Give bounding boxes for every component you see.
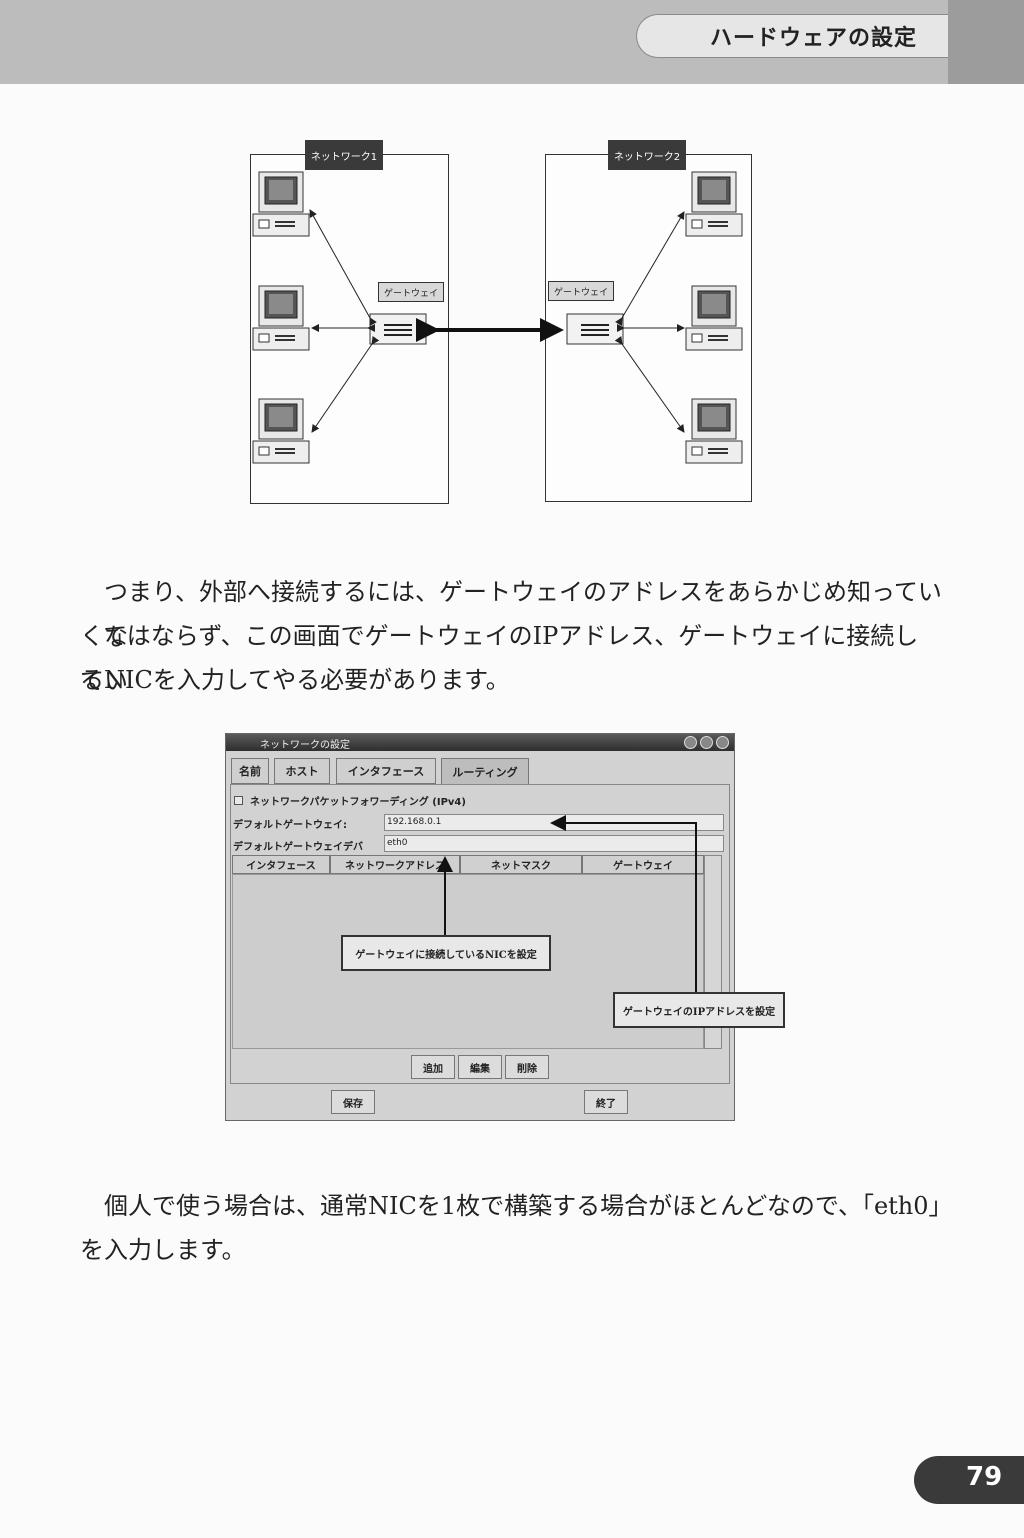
callout-ip-address: ゲートウェイのIPアドレスを設定 (613, 992, 785, 1028)
paragraph-1-line-2: くてはならず、この画面でゲートウェイのIPアドレス、ゲートウェイに接続してい (80, 622, 919, 695)
callout-nic: ゲートウェイに接続しているNICを設定 (341, 935, 551, 971)
header-tab (636, 14, 948, 58)
network2-label: ネットワーク2 (608, 140, 686, 170)
forwarding-label: ネットワークパケットフォワーディング (IPv4) (250, 797, 466, 808)
edit-button[interactable]: 編集 (458, 1055, 502, 1079)
tab-routing[interactable]: ルーティング (441, 758, 529, 784)
dialog-title: ネットワークの設定 (260, 740, 350, 751)
network-settings-dialog: ネットワークの設定 名前 ホスト インタフェース ルーティング ネットワークパケ… (225, 733, 735, 1121)
dialog-titlebar: ネットワークの設定 (226, 734, 734, 751)
add-button[interactable]: 追加 (411, 1055, 455, 1079)
column-header-interface[interactable]: インタフェース (232, 855, 330, 874)
default-gateway-device-label: デフォルトゲートウェイデバ (233, 842, 363, 853)
routing-panel (230, 784, 730, 1084)
gateway1-label: ゲートウェイ (378, 282, 444, 302)
header-right-block (948, 0, 1024, 84)
maximize-icon[interactable] (700, 736, 713, 749)
gateway2-label: ゲートウェイ (548, 281, 614, 301)
tab-interface[interactable]: インタフェース (336, 758, 436, 784)
paragraph-1-line-3: るNICを入力してやる必要があります。 (80, 666, 510, 694)
column-header-netmask[interactable]: ネットマスク (460, 855, 582, 874)
chapter-title: ハードウェアの設定 (710, 26, 918, 51)
network-diagram (252, 171, 743, 464)
column-header-network-address[interactable]: ネットワークアドレス (330, 855, 460, 874)
quit-button[interactable]: 終了 (584, 1090, 628, 1114)
tab-name[interactable]: 名前 (231, 758, 269, 784)
delete-button[interactable]: 削除 (505, 1055, 549, 1079)
default-gateway-label: デフォルトゲートウェイ: (233, 820, 347, 831)
page-number: 79 (966, 1462, 1003, 1492)
default-gateway-device-field[interactable]: eth0 (384, 835, 724, 852)
column-header-gateway[interactable]: ゲートウェイ (582, 855, 704, 874)
paragraph-2-line-2: を入力します。 (80, 1236, 246, 1264)
paragraph-1-line-1: つまり、外部へ接続するには、ゲートウェイのアドレスをあらかじめ知っていな (104, 578, 942, 651)
forwarding-checkbox[interactable] (234, 796, 243, 805)
callout-arrows (437, 815, 697, 992)
paragraph-2-line-1: 個人で使う場合は、通常NICを1枚で構築する場合がほとんどなので、「eth0」 (104, 1192, 953, 1220)
tab-host[interactable]: ホスト (274, 758, 330, 784)
save-button[interactable]: 保存 (331, 1090, 375, 1114)
close-icon[interactable] (716, 736, 729, 749)
page-number-badge (914, 1456, 1024, 1504)
network1-label: ネットワーク1 (305, 140, 383, 170)
minimize-icon[interactable] (684, 736, 697, 749)
